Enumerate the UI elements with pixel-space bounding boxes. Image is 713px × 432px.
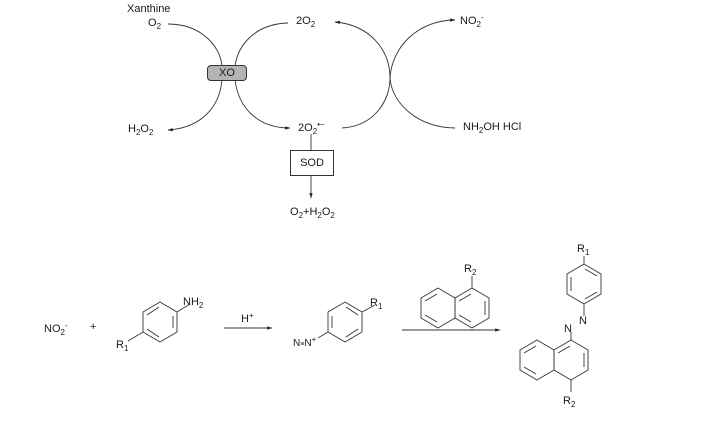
xanthine-oxidase-box: XO (207, 65, 247, 81)
nitrite-sub: 2 (476, 20, 481, 29)
sodp-p1: O (290, 206, 299, 218)
diazonium-label: N≡N+ (293, 336, 316, 349)
nh2oh-p1: NH (463, 121, 479, 133)
r2-main: R (563, 395, 571, 407)
azo-n-lower: N (564, 323, 572, 335)
h2o2-label: H2O2 (128, 124, 153, 137)
h2o2-p1: H (128, 123, 136, 135)
product-r2-label: R2 (563, 396, 575, 409)
nitrite-sup: - (480, 13, 484, 22)
diazonium-ring (317, 301, 376, 343)
h-sup: + (248, 311, 254, 320)
dz-sep: ≡ (300, 341, 305, 348)
aniline-nh2-label: NH2 (183, 297, 203, 310)
xanthine-label: Xanthine (127, 3, 171, 15)
sodp-s1: 2 (298, 211, 304, 220)
nh2-main: NH (183, 296, 199, 308)
o2-main: O (148, 17, 157, 29)
naphthalene-r2-label: R2 (464, 264, 476, 277)
plus-sign: + (90, 321, 97, 333)
r1-main: R (577, 243, 585, 255)
two-o2-sub: 2 (310, 20, 316, 29)
arc-xo-to-h2o2 (167, 78, 223, 132)
o2-substrate-label: O2 (148, 18, 161, 31)
sodp-p3: O (321, 206, 331, 218)
sodp-s2: 2 (317, 211, 322, 220)
r2-sub: 2 (471, 268, 477, 277)
sodp-s3: 2 (330, 211, 335, 220)
sodp-p2: +H (303, 206, 318, 218)
sod-box: SOD (290, 150, 334, 176)
nh2oh-p2: OH HCl (483, 121, 522, 133)
product-r1-label: R1 (577, 244, 589, 257)
dz-n1: N (293, 338, 301, 349)
arc-xo-to-superoxide (234, 78, 291, 130)
aniline-r1-label: R1 (116, 340, 128, 353)
nitrite-r-main: NO (44, 323, 61, 335)
aniline-ring (127, 301, 191, 343)
nitrite-r-sup: - (64, 321, 68, 330)
dz-n2: N (304, 338, 312, 349)
nh2-sub: 2 (198, 301, 204, 310)
arc-nh2oh-to-no2 (389, 18, 456, 129)
azo-n-upper: N (579, 315, 587, 327)
o2-sub: 2 (156, 22, 162, 31)
r1-sub: 1 (584, 248, 590, 257)
r1-main: R (370, 297, 378, 309)
r2-main: R (464, 263, 472, 275)
h-main: H (241, 313, 249, 325)
superoxide-sup: •− (317, 120, 325, 129)
hydroxylamine-label: NH2OH HCl (463, 122, 521, 135)
acid-condition-label: H+ (241, 312, 254, 325)
r1-main: R (116, 339, 124, 351)
h2o2-p2: O (140, 123, 149, 135)
two-o2-main: 2O (296, 15, 311, 27)
arc-2o2-to-xo (234, 22, 289, 67)
naphthalene-reagent (420, 276, 490, 329)
two-o2-label: 2O2 (296, 16, 315, 29)
superoxide-label: 2O2•− (298, 121, 325, 136)
nitrite-r-sub: 2 (60, 328, 65, 337)
diazonium-r1-label: R1 (370, 298, 382, 311)
nitrite-product-label: NO2- (460, 14, 484, 29)
arc-superoxide-to-2o2 (334, 20, 391, 129)
r1-sub: 1 (123, 344, 129, 353)
nitrite-main: NO (460, 15, 477, 27)
superoxide-sub: 2 (312, 127, 318, 136)
h2o2-s1: 2 (135, 128, 141, 137)
nh2oh-s1: 2 (478, 126, 484, 135)
sod-product-label: O2+H2O2 (290, 207, 335, 220)
arc-o2-to-xo (167, 23, 223, 67)
superoxide-main: 2O (298, 122, 313, 134)
h2o2-s2: 2 (148, 128, 154, 137)
nitrite-reactant-label: NO2- (44, 322, 68, 337)
azo-product (519, 256, 602, 392)
r2-sub: 2 (570, 400, 576, 409)
r1-sub: 1 (377, 302, 383, 311)
dz-sup: + (311, 335, 317, 344)
